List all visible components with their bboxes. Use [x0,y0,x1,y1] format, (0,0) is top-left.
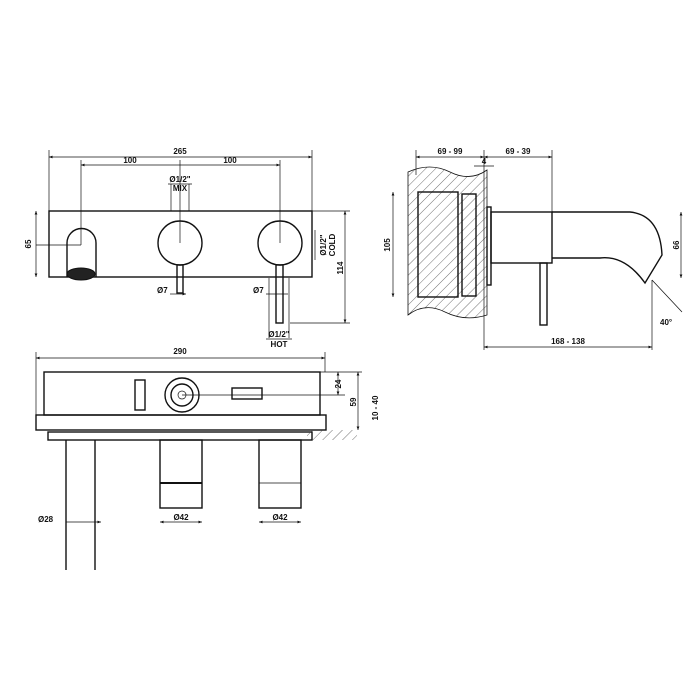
dim-label-59: 59 [349,397,358,406]
dim-label-24: 24 [334,379,343,388]
wall-hatch [307,430,357,440]
dim-label-114: 114 [336,261,345,274]
aerator [66,267,96,281]
hot-size: Ø1/2" [268,330,289,339]
dim-label-100-right: 100 [223,156,237,165]
reach-range: 168 - 138 [551,337,585,346]
lever-dia-2: Ø7 [253,286,264,295]
wall-section [407,166,488,319]
wall-range: 69 - 99 [438,147,463,156]
handle-dia-2: Ø42 [272,513,288,522]
mix-size: Ø1/2" [169,175,190,184]
front-view: 265 100 100 Ø1/2" MIX 65 Ø7 Ø7 Ø1/2" HOT… [24,147,350,349]
top-view: 290 24 59 10 - 40 Ø28 Ø42 Ø42 [35,347,380,570]
dim-label-105: 105 [383,238,392,252]
plaster-range: 10 - 40 [371,395,380,420]
dim-label-100-left: 100 [123,156,137,165]
spout-outlet [66,227,97,277]
wall-plate [48,210,313,278]
angle-label: 40° [660,318,672,327]
projection-range: 69 - 39 [506,147,531,156]
spout [552,211,663,285]
side-lever [539,262,548,326]
mix-label: MIX [173,184,188,193]
dim-label-66: 66 [672,240,681,249]
wall-plate-edge [47,431,313,441]
side-view: 69 - 99 69 - 39 4 105 66 40° 168 - 138 [383,147,683,350]
lever-dia-1: Ø7 [157,286,168,295]
dim-label-65: 65 [24,239,33,248]
spout-base [490,211,553,264]
cold-label: COLD [328,233,337,256]
plate-thickness: 4 [482,157,487,166]
dim-label-265: 265 [173,147,187,156]
hot-label: HOT [271,340,288,349]
cold-size: Ø1/2" [319,234,328,255]
mixer-handle-body [159,439,203,509]
diverter-handle-body [258,439,302,509]
dim-label-290: 290 [173,347,187,356]
mixer-lever [176,264,184,294]
spout-dia: Ø28 [38,515,54,524]
handle-dia-1: Ø42 [173,513,189,522]
